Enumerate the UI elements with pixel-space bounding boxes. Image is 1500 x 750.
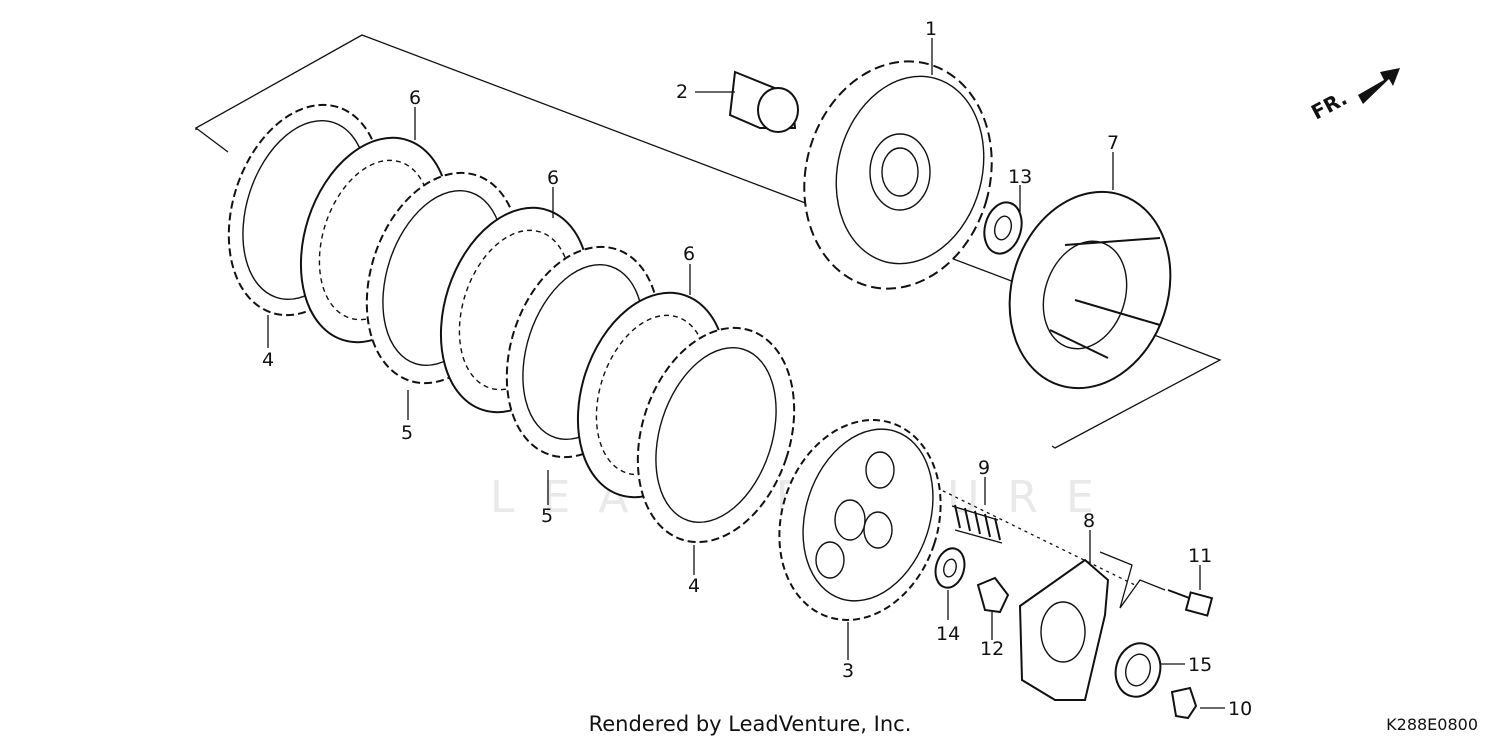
front-direction-label: FR. [1307, 86, 1351, 125]
callout-6-second: 6 [547, 167, 559, 189]
collar-12[interactable] [976, 576, 1010, 614]
pressure-plate-7[interactable] [985, 171, 1195, 409]
callout-14: 14 [936, 623, 960, 645]
callout-8: 8 [1083, 510, 1095, 532]
callout-7: 7 [1107, 132, 1119, 154]
lifter-piece-10[interactable] [1170, 686, 1198, 720]
callout-6-first: 6 [409, 87, 421, 109]
callout-12: 12 [980, 638, 1004, 660]
washer-14[interactable] [931, 545, 968, 591]
clutch-center-3[interactable] [754, 399, 965, 641]
leader-lines [267, 38, 1225, 709]
callout-10: 10 [1228, 698, 1252, 720]
friction-disc-right[interactable] [612, 308, 821, 563]
callout-15: 15 [1188, 654, 1212, 676]
callout-1: 1 [925, 18, 937, 40]
assembly-box [194, 34, 1222, 449]
clutch-spring-9[interactable] [951, 504, 1003, 544]
bearing-15[interactable] [1110, 638, 1166, 702]
diagram-code: K288E0800 [1386, 715, 1478, 734]
thrust-washer-13[interactable] [979, 198, 1027, 258]
bolt-11[interactable] [1167, 589, 1214, 617]
callout-4-right: 4 [688, 575, 700, 597]
callout-11: 11 [1188, 545, 1212, 567]
callout-13: 13 [1008, 166, 1032, 188]
callout-6-third: 6 [683, 243, 695, 265]
callout-9: 9 [978, 457, 990, 479]
collar-2[interactable] [728, 70, 799, 133]
lifter-plate-8[interactable] [1018, 558, 1110, 701]
center-axis [879, 459, 1136, 586]
front-direction-arrow-icon [1358, 68, 1400, 104]
callout-3: 3 [842, 660, 854, 682]
callout-5-first: 5 [401, 422, 413, 444]
callout-5-second: 5 [541, 505, 553, 527]
callout-4-left: 4 [262, 349, 274, 371]
rendered-by-footer: Rendered by LeadVenture, Inc. [588, 712, 912, 736]
clutch-outer-housing[interactable] [779, 40, 1016, 310]
callout-2: 2 [676, 81, 688, 103]
